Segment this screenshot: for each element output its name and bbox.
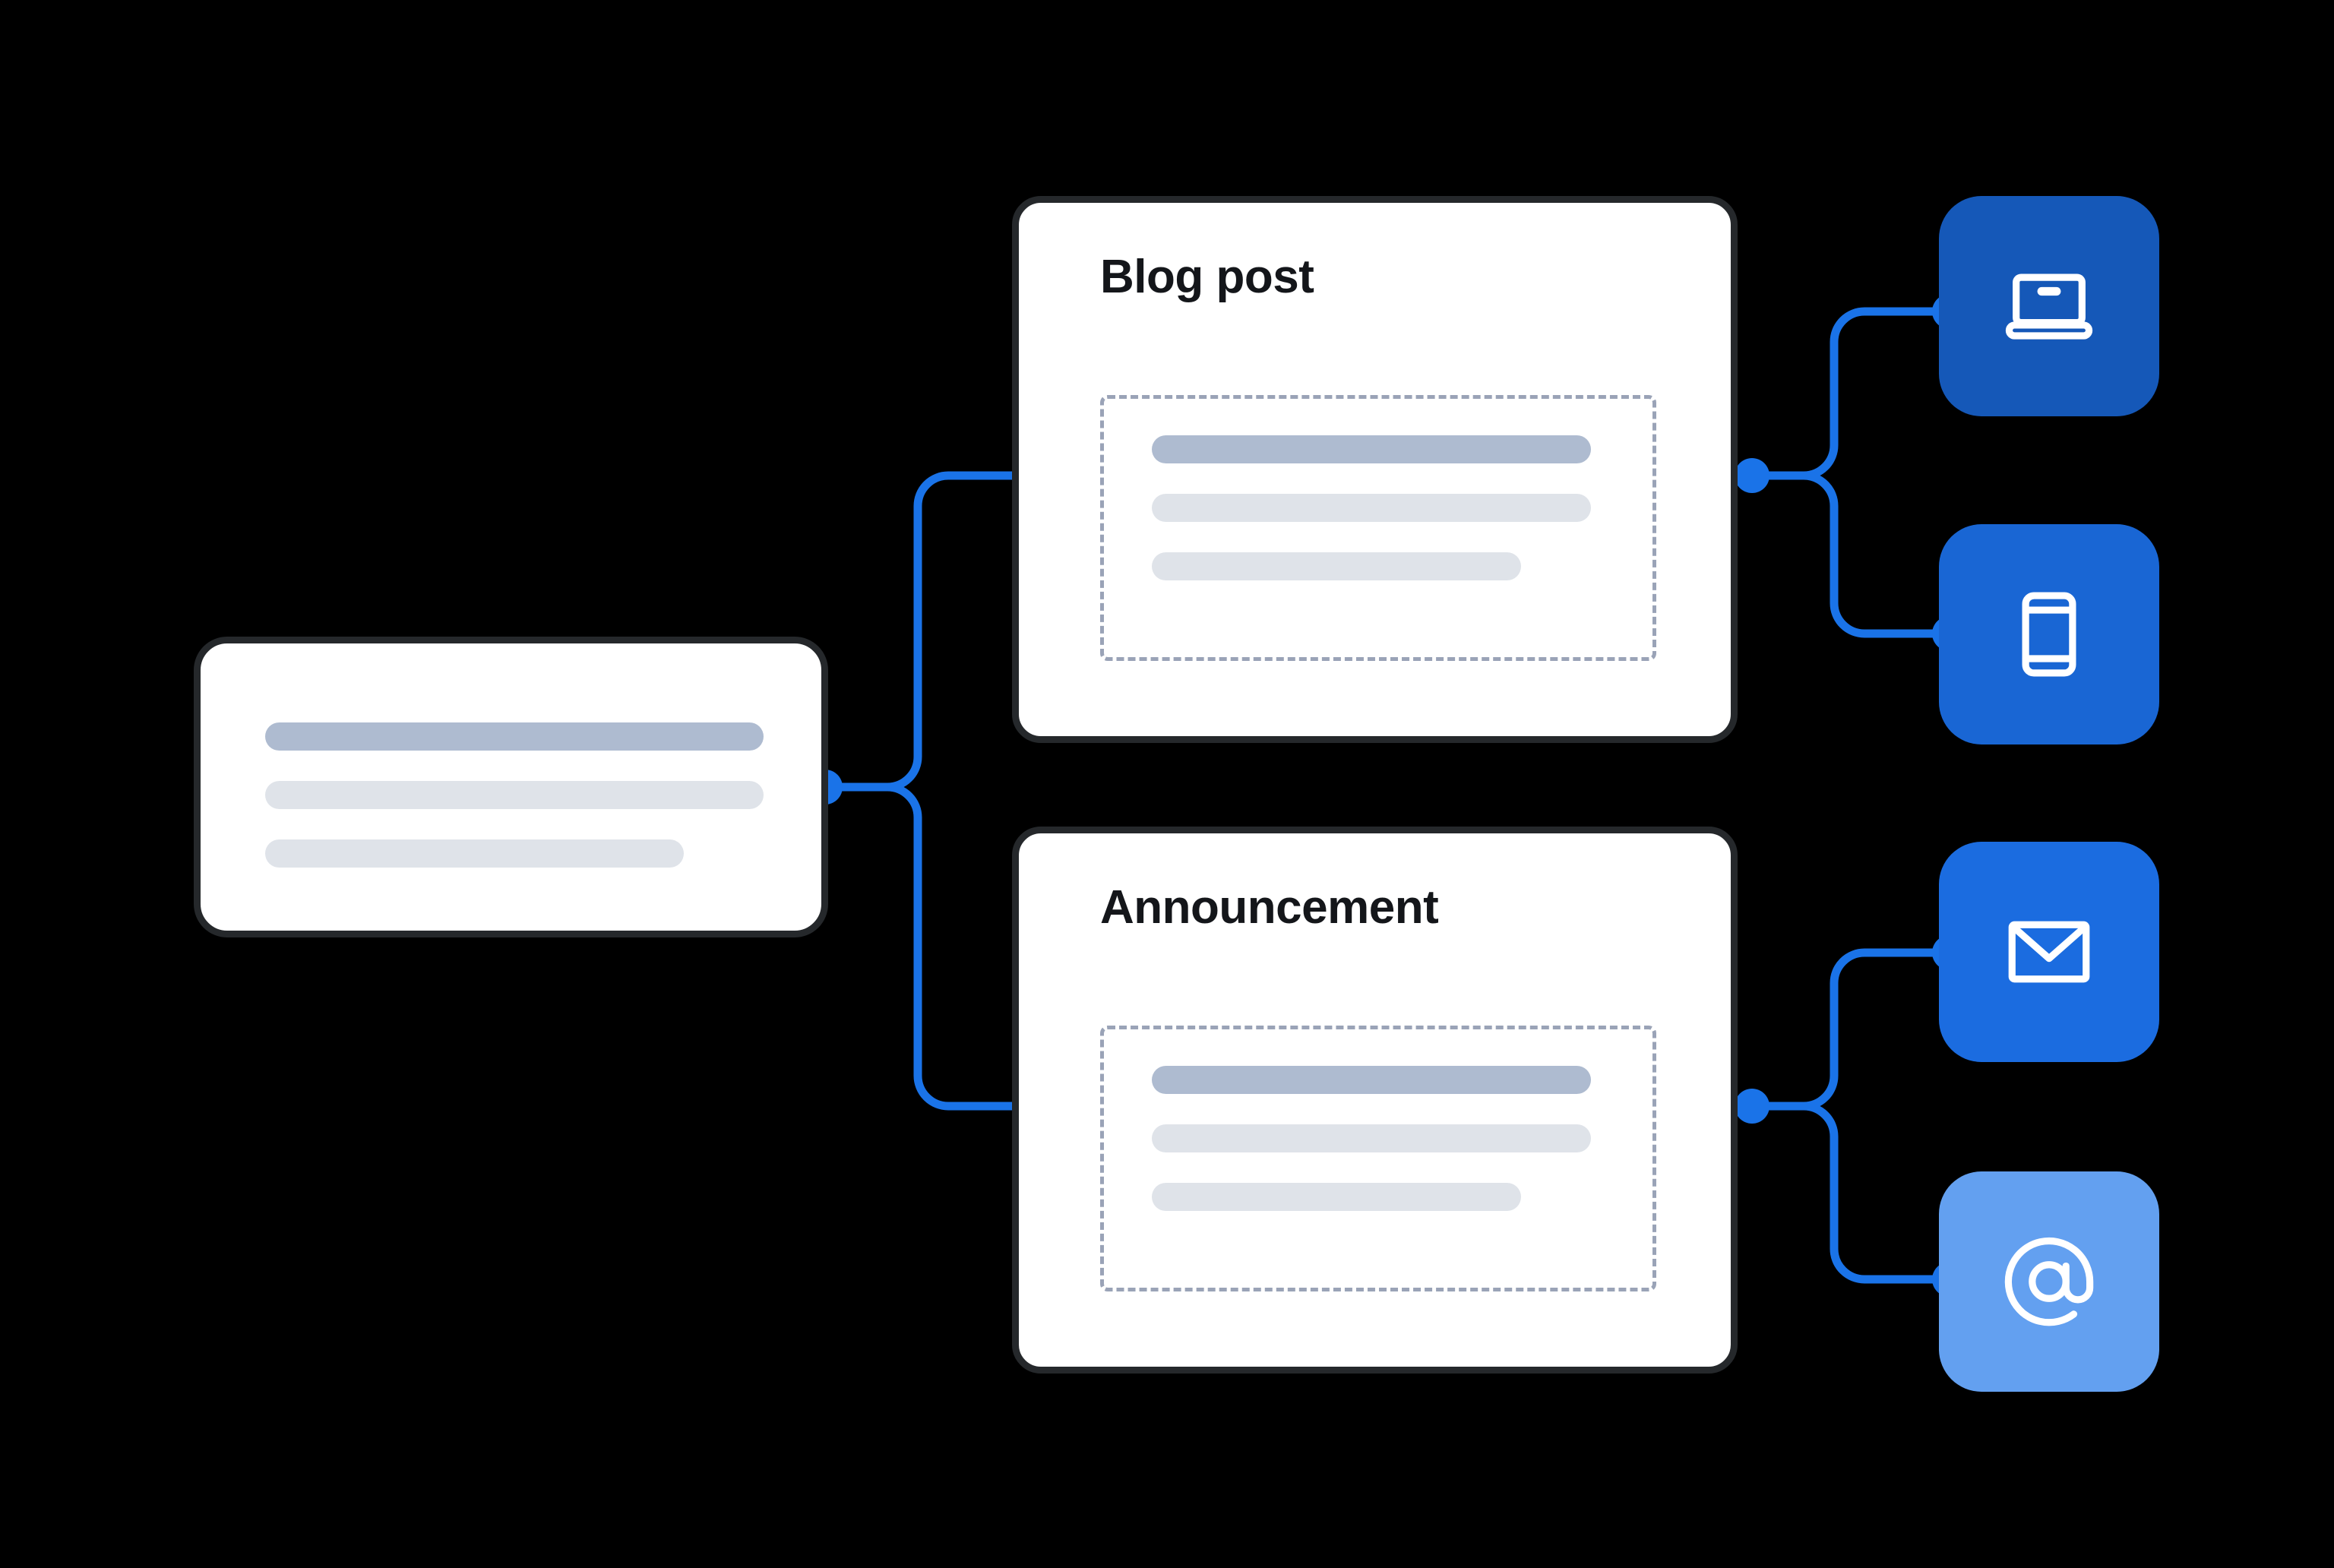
channel-tile-email[interactable]	[1939, 842, 2159, 1062]
placeholder-line	[1152, 435, 1591, 463]
mobile-icon	[2022, 592, 2076, 677]
envelope-icon	[2008, 921, 2090, 983]
placeholder-line	[265, 781, 764, 809]
placeholder-line	[265, 839, 685, 868]
channel-tile-at[interactable]	[1939, 1171, 2159, 1392]
wire-announcement-to-email	[1747, 948, 1954, 1111]
placeholder-line	[1152, 494, 1591, 522]
announcement-card[interactable]: Announcement	[1012, 827, 1738, 1374]
source-placeholder-lines	[265, 722, 764, 898]
channel-tile-desktop[interactable]	[1939, 196, 2159, 416]
placeholder-line	[1152, 1183, 1521, 1211]
channel-tile-mobile[interactable]	[1939, 524, 2159, 744]
announcement-dropzone[interactable]	[1100, 1026, 1656, 1291]
node-announcement-out	[1735, 1089, 1769, 1124]
placeholder-line	[1152, 1066, 1591, 1094]
wire-blog-to-mobile	[1747, 471, 1954, 638]
placeholder-line	[1152, 552, 1521, 580]
blog-post-dropzone[interactable]	[1100, 395, 1656, 661]
wire-blog-to-desktop	[1747, 307, 1954, 480]
blog-post-placeholder-lines	[1152, 435, 1591, 611]
laptop-icon	[2005, 273, 2093, 340]
announcement-placeholder-lines	[1152, 1066, 1591, 1241]
source-content-card[interactable]	[194, 637, 828, 937]
blog-post-title: Blog post	[1100, 251, 1314, 303]
wire-announcement-to-at	[1747, 1102, 1954, 1284]
node-blog-out	[1735, 458, 1769, 493]
at-sign-icon	[2004, 1237, 2094, 1326]
placeholder-line	[1152, 1124, 1591, 1152]
blog-post-card[interactable]: Blog post	[1012, 196, 1738, 743]
placeholder-line	[265, 722, 764, 751]
announcement-title: Announcement	[1100, 881, 1439, 934]
